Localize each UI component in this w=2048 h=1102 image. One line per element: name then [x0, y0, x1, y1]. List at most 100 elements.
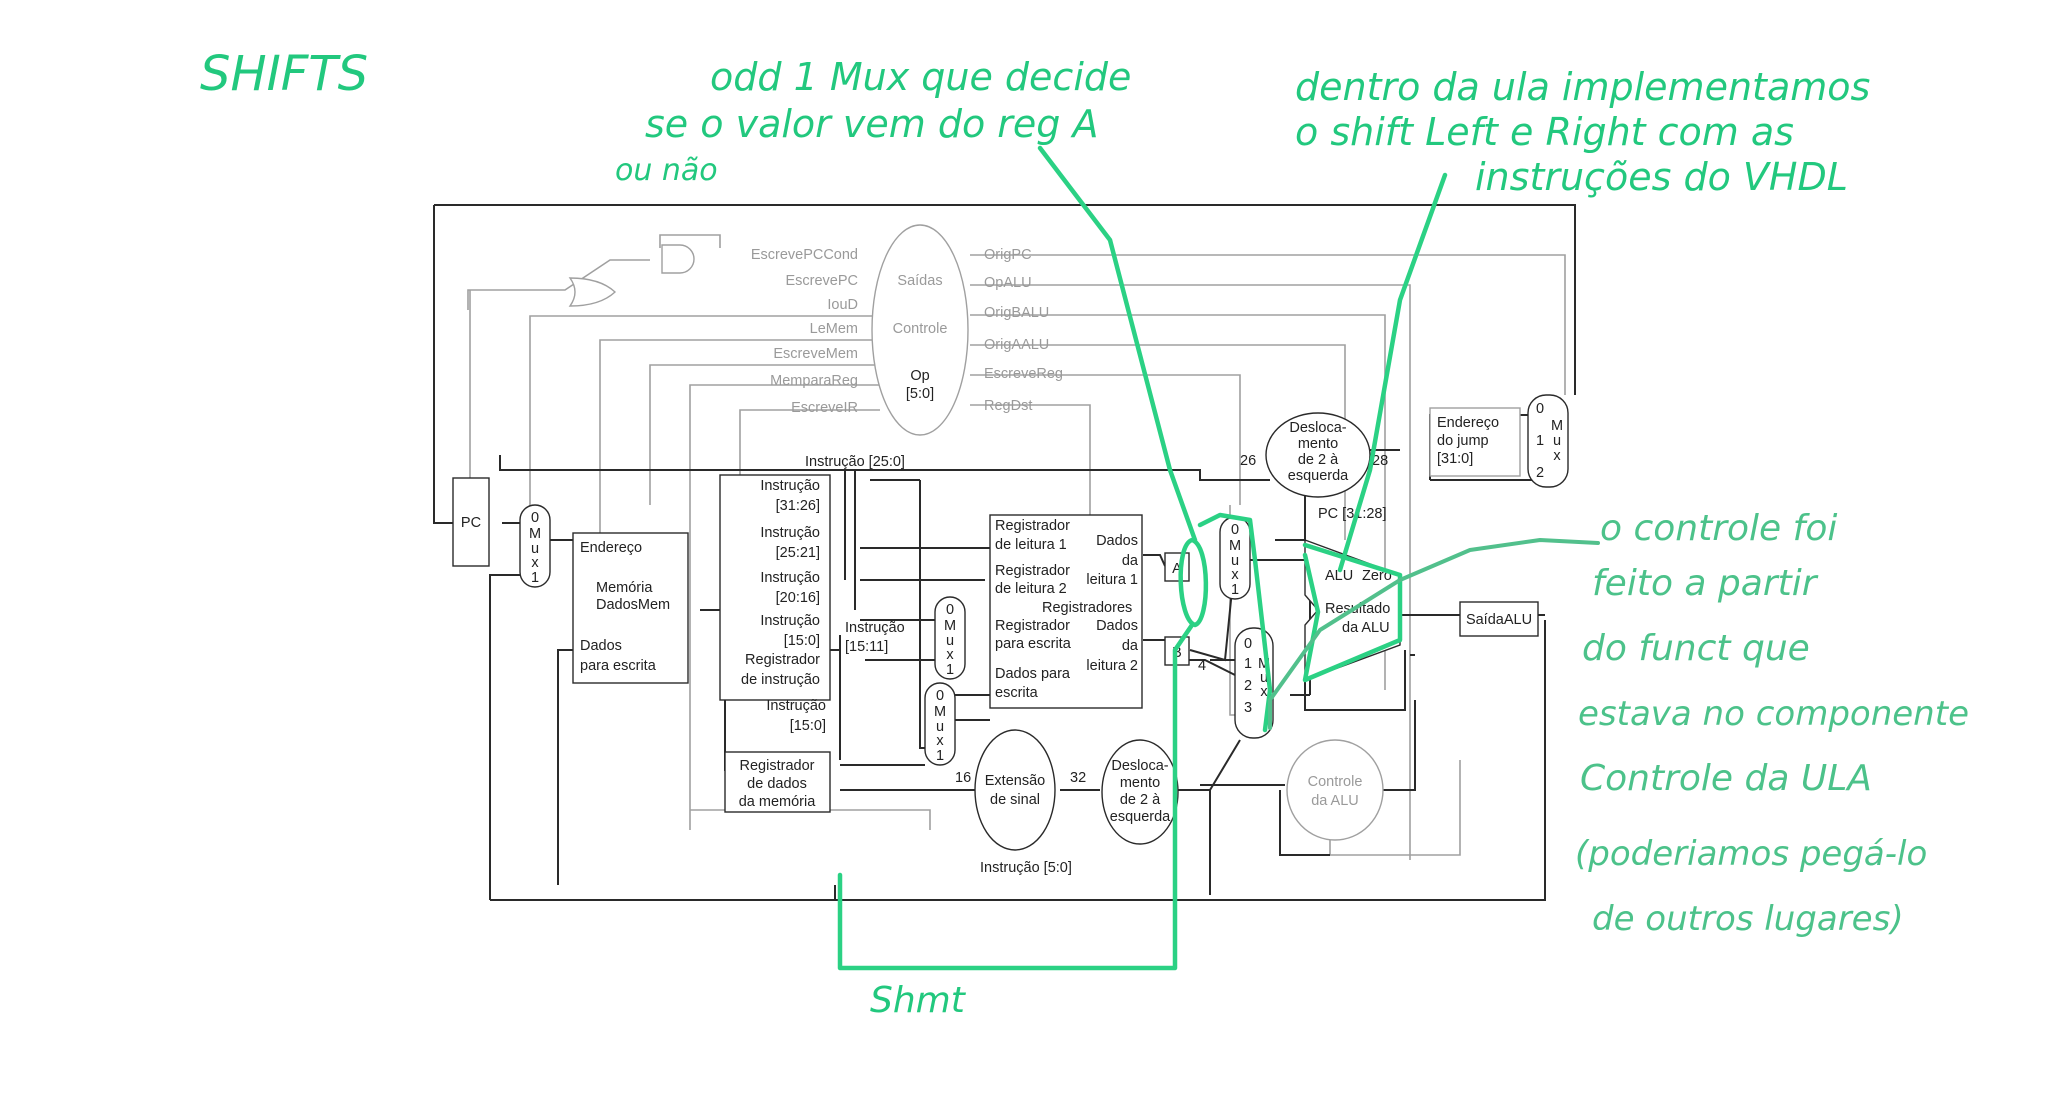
- svg-text:u: u: [936, 719, 944, 735]
- signal-ioud: IouD: [827, 297, 858, 313]
- svg-text:de outros lugares): de outros lugares): [1592, 899, 1904, 939]
- svg-text:escrita: escrita: [995, 685, 1039, 701]
- svg-text:Dados: Dados: [580, 638, 622, 654]
- bits-16: 16: [955, 770, 971, 786]
- svg-text:M: M: [944, 618, 956, 634]
- svg-text:1: 1: [531, 570, 539, 586]
- svg-text:[20:16]: [20:16]: [776, 590, 820, 606]
- svg-text:u: u: [946, 633, 954, 649]
- svg-text:Resultado: Resultado: [1325, 601, 1390, 617]
- alu-out-label: SaídaALU: [1466, 612, 1532, 628]
- svg-text:1: 1: [1244, 656, 1252, 672]
- mux-regdst: 0 M u x 1: [934, 596, 966, 680]
- svg-text:u: u: [1231, 553, 1239, 569]
- svg-text:de leitura 1: de leitura 1: [995, 537, 1067, 553]
- svg-text:0: 0: [946, 602, 954, 618]
- ink-strokes: [837, 145, 1600, 971]
- sign-extend: Extensão de sinal: [974, 729, 1056, 851]
- control-left-signals: EscrevePCCond EscrevePC IouD LeMem Escre…: [751, 247, 858, 416]
- svg-text:M: M: [1229, 538, 1241, 554]
- svg-text:x: x: [936, 733, 944, 749]
- svg-text:M: M: [1551, 418, 1563, 434]
- svg-text:[15:0]: [15:0]: [784, 633, 820, 649]
- pc-label: PC: [461, 515, 481, 531]
- svg-text:0: 0: [1536, 401, 1544, 417]
- svg-text:Instrução: Instrução: [760, 570, 820, 586]
- svg-text:[31:0]: [31:0]: [1437, 451, 1473, 467]
- signal-origpc: OrigPC: [984, 247, 1032, 263]
- svg-text:estava no componente: estava no componente: [1578, 694, 1969, 734]
- signal-origbalu: OrigBALU: [984, 305, 1049, 321]
- mux-pc-source: 0 1 2 M u x: [1527, 394, 1569, 488]
- memory-block: Endereço Memória DadosMem Dados para esc…: [572, 532, 689, 684]
- svg-text:3: 3: [1244, 700, 1252, 716]
- svg-text:para escrita: para escrita: [580, 658, 657, 674]
- svg-text:leitura 1: leitura 1: [1086, 572, 1138, 588]
- svg-text:x: x: [946, 647, 954, 663]
- svg-text:mento: mento: [1120, 775, 1160, 791]
- svg-text:mento: mento: [1298, 436, 1338, 452]
- instr-25-0: Instrução [25:0]: [805, 454, 905, 470]
- svg-text:dentro da ula implementamos: dentro da ula implementamos: [1295, 65, 1870, 109]
- svg-text:Registrador: Registrador: [995, 518, 1070, 534]
- svg-text:Dados: Dados: [1096, 533, 1138, 549]
- mdr-block: Registrador de dados da memória: [724, 751, 831, 813]
- alu-control: Controle da ALU: [1286, 739, 1384, 841]
- signal-escreveir: EscreveIR: [791, 400, 858, 416]
- control-op-bits: [5:0]: [906, 386, 934, 402]
- svg-text:x: x: [1231, 567, 1239, 583]
- svg-text:1: 1: [936, 748, 944, 764]
- svg-text:[25:21]: [25:21]: [776, 545, 820, 561]
- svg-text:da: da: [1122, 638, 1139, 654]
- reg-a-label: A: [1172, 561, 1182, 577]
- svg-text:de sinal: de sinal: [990, 792, 1040, 808]
- bits-28: 28: [1372, 453, 1388, 469]
- control-unit: Saídas Controle Op [5:0] EscrevePCCond E…: [568, 224, 1063, 436]
- mux-pc: 0 M u x 1: [519, 504, 551, 588]
- svg-text:Registrador: Registrador: [740, 758, 815, 774]
- title: SHIFTS: [200, 46, 368, 102]
- signal-regdst: RegDst: [984, 398, 1032, 414]
- svg-text:ALU: ALU: [1325, 568, 1353, 584]
- svg-text:1: 1: [946, 662, 954, 678]
- and-gate: [661, 244, 695, 274]
- instruction-register: Instrução [31:26] Instrução [25:21] Inst…: [719, 474, 831, 701]
- svg-text:[31:26]: [31:26]: [776, 498, 820, 514]
- svg-text:0: 0: [1244, 636, 1252, 652]
- svg-text:feito a partir: feito a partir: [1592, 563, 1819, 604]
- svg-text:x: x: [1553, 448, 1561, 464]
- signal-opalu: OpALU: [984, 275, 1032, 291]
- svg-text:Endereço: Endereço: [580, 540, 642, 556]
- svg-text:0: 0: [531, 510, 539, 526]
- ula-note: dentro da ula implementamos o shift Left…: [1295, 65, 1870, 199]
- pc-register: [452, 477, 490, 567]
- svg-text:se o valor vem do reg A: se o valor vem do reg A: [645, 102, 1098, 146]
- svg-text:Registrador: Registrador: [995, 563, 1070, 579]
- svg-text:u: u: [1260, 670, 1268, 686]
- instr-15-0-b: [15:0]: [790, 718, 826, 734]
- instr-15-0-a: Instrução: [766, 698, 826, 714]
- const-4: 4: [1198, 658, 1206, 674]
- shift-left-top: Desloca- mento de 2 à esquerda: [1265, 412, 1371, 498]
- svg-text:do funct que: do funct que: [1582, 628, 1810, 669]
- svg-text:para escrita: para escrita: [995, 636, 1072, 652]
- signal-lemem: LeMem: [810, 321, 858, 337]
- control-op: Op: [910, 368, 929, 384]
- svg-text:leitura 2: leitura 2: [1086, 658, 1138, 674]
- svg-text:u: u: [531, 541, 539, 557]
- svg-text:esquerda: esquerda: [1288, 468, 1349, 484]
- svg-text:(poderiamos pegá-lo: (poderiamos pegá-lo: [1575, 834, 1927, 874]
- svg-text:o shift Left e Right com as: o shift Left e Right com as: [1295, 110, 1794, 154]
- svg-text:de 2 à: de 2 à: [1298, 452, 1339, 468]
- svg-text:de dados: de dados: [747, 776, 807, 792]
- svg-text:de 2 à: de 2 à: [1120, 792, 1161, 808]
- svg-text:Desloca-: Desloca-: [1289, 420, 1346, 436]
- register-file: Registrador de leitura 1 Registrador de …: [989, 514, 1143, 709]
- svg-text:Dados: Dados: [1096, 618, 1138, 634]
- bits-32: 32: [1070, 770, 1086, 786]
- shamt-label: Shmt: [870, 980, 967, 1021]
- svg-text:u: u: [1553, 433, 1561, 449]
- signal-escrevemem: EscreveMem: [773, 346, 858, 362]
- instr-15-11-b: [15:11]: [845, 639, 888, 655]
